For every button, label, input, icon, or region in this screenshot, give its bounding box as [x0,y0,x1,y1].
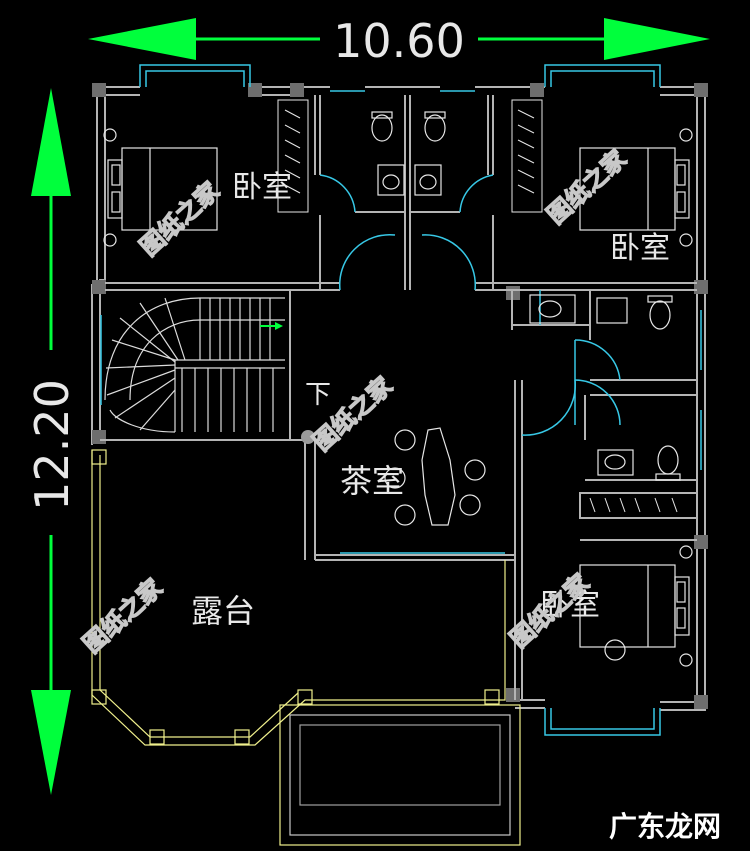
closets [277,99,678,513]
terrace [91,449,521,846]
tea-room-furniture [384,427,486,526]
bed-top-left [103,128,218,247]
watermark-4: 图纸之家 [78,574,168,659]
bathroom-fixtures [371,111,681,481]
wall-pillars [92,83,708,709]
room-label-bedroom-top-right: 卧室 [610,231,670,266]
height-arrow-bottom [31,690,71,795]
width-dimension: 10.60 [88,14,710,68]
site-logo: 广东龙网 [609,810,721,843]
bed-top-right [579,128,693,247]
width-arrow-left [88,18,196,60]
top-windows [100,64,702,736]
height-arrow-top [31,88,71,196]
watermark-1: 图纸之家 [135,177,225,262]
room-label-terrace: 露台 [191,592,255,630]
staircase [104,297,285,433]
bed-bottom-right [579,545,693,667]
width-dim-label: 10.60 [333,14,465,68]
room-label-tea-room: 茶室 [340,462,404,500]
doors [319,174,621,436]
column-marker [301,430,315,444]
room-label-bedroom-bottom-right: 卧室 [540,588,600,623]
width-arrow-right [604,18,710,60]
room-label-bedroom-top-left: 卧室 [232,170,292,205]
height-dimension: 12.20 [25,88,79,795]
height-dim-label: 12.20 [25,379,79,511]
stair-direction-label: 下 [305,380,331,410]
watermark-2: 图纸之家 [542,145,632,230]
